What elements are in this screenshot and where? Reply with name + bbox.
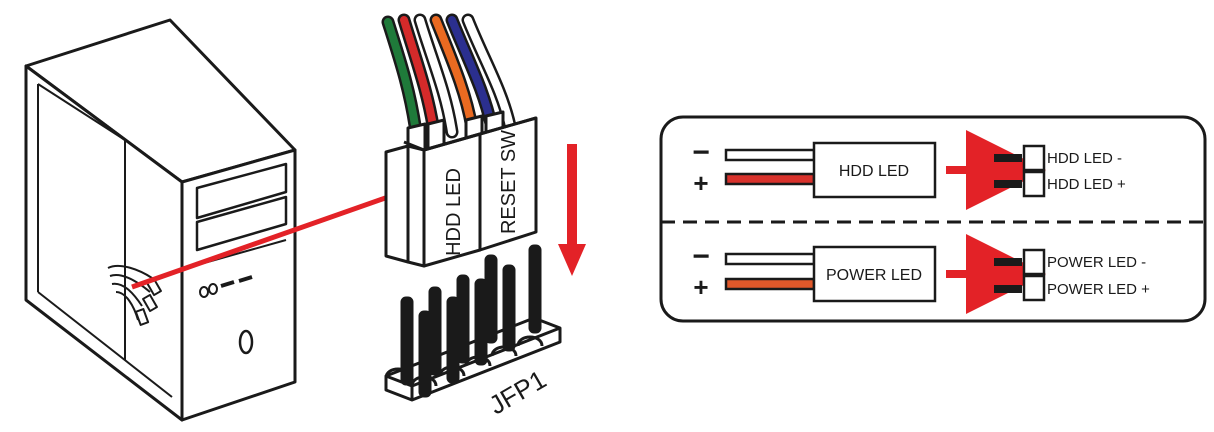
pin-socket-negative [1022,248,1046,276]
jfp1-pin-header [384,244,562,402]
pc-tower-illustration [24,18,297,422]
plus-sign: + [693,168,708,198]
pin-label-negative: HDD LED - [1047,150,1122,167]
pin-label-positive: POWER LED + [1047,281,1150,298]
plus-sign: + [693,272,708,302]
pin-socket-positive [1022,170,1046,198]
pin-bar-negative [994,154,1022,162]
pin-socket-negative [1022,144,1046,172]
connector-label-reset-sw: RESET SW [498,130,520,234]
insert-direction-arrow [558,144,586,276]
header-label-jfp1: JFP1 [484,364,552,420]
lead-wire-negative [724,148,816,162]
connector-label-hdd-led: HDD LED [443,168,465,256]
led-connector-label: HDD LED [839,163,909,180]
minus-sign: − [692,240,710,273]
front-panel-connectors [384,110,538,268]
led-connector-box [812,141,937,199]
pin-label-positive: HDD LED + [1047,176,1126,193]
pin-bar-positive [994,180,1022,188]
lead-wire-positive [724,277,816,291]
minus-sign: − [692,136,710,169]
lead-wire-positive [724,172,816,186]
pin-bar-positive [994,285,1022,293]
lead-wire-negative [724,252,816,266]
led-connector-label: POWER LED [826,267,922,284]
pointer-line [131,187,409,290]
pin-bar-negative [994,258,1022,266]
pin-label-negative: POWER LED - [1047,254,1146,271]
pin-socket-positive [1022,274,1046,302]
legend-row-hdd-led: − + HDD LED HDD LED - HDD LED + [692,130,1126,210]
cable-wires [381,13,517,139]
legend-row-power-led: − + POWER LED POWER LED - POWER LED + [692,234,1150,314]
led-connector-box [812,245,937,303]
pinout-legend-panel: − + HDD LED HDD LED - HDD LED + − + POWE… [659,115,1207,323]
